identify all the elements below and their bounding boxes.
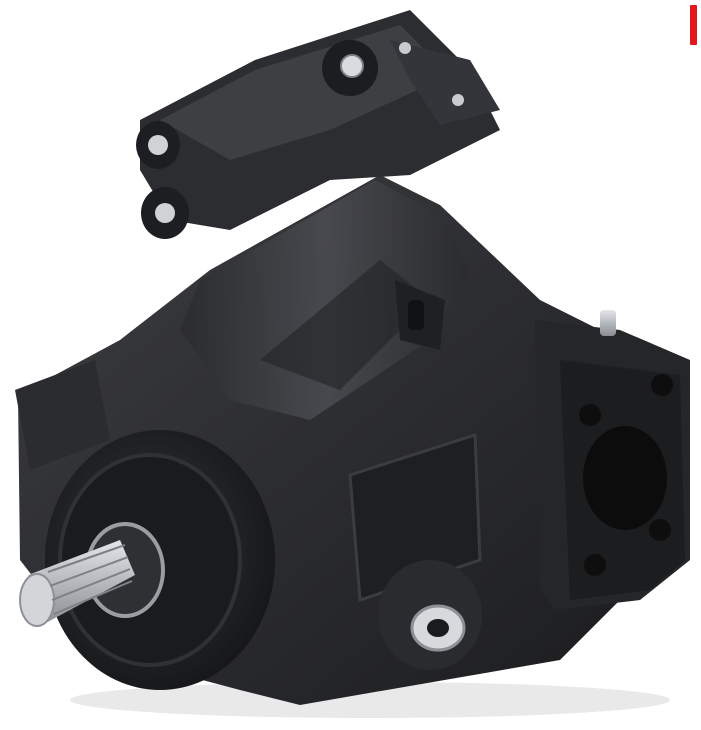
valve-cap-screw xyxy=(340,54,364,78)
screw-head xyxy=(600,310,616,336)
housing-ridge-shade xyxy=(260,260,430,390)
bolt-hole xyxy=(579,404,601,426)
drain-port-hole xyxy=(427,619,449,637)
housing-ridge xyxy=(180,180,470,420)
valve-side-block xyxy=(390,40,500,125)
shaft-end xyxy=(19,573,55,627)
shaft-splines xyxy=(47,544,133,615)
bolt-hole xyxy=(651,374,673,396)
valve-port-lower-fitting xyxy=(155,203,175,223)
valve-screw xyxy=(452,94,464,106)
side-panel xyxy=(348,432,482,603)
ground-shadow xyxy=(70,682,670,718)
bolt-hole xyxy=(649,519,671,541)
lug-slot xyxy=(408,300,424,330)
flange-ear xyxy=(15,360,110,470)
port-opening xyxy=(583,426,667,530)
valve-port-upper-fitting xyxy=(148,135,168,155)
valve-screw xyxy=(399,42,411,54)
control-valve-top xyxy=(160,25,450,160)
bolt-hole xyxy=(584,554,606,576)
red-corner-mark xyxy=(690,5,697,45)
